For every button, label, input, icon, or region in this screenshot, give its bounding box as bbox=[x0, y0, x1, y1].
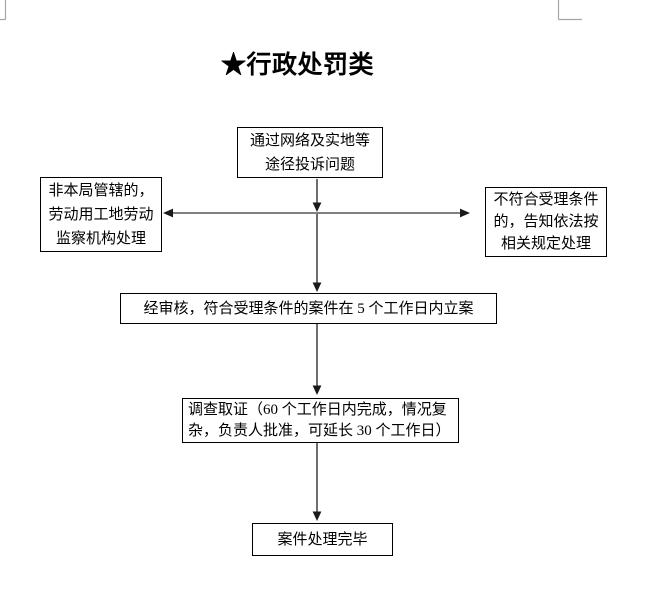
crop-mark-top-right-icon bbox=[557, 0, 582, 21]
arrow-down-investigate-icon bbox=[312, 385, 322, 395]
node-investigate-line: 杂，负责人批准，可延长 30 个工作日） bbox=[188, 422, 451, 439]
node-file-case: 经审核，符合受理条件的案件在 5 个工作日内立案 bbox=[120, 293, 497, 324]
node-investigate-evidence: 调查取证（60 个工作日内完成，情况复 杂，负责人批准，可延长 30 个工作日） bbox=[182, 398, 459, 443]
node-transfer-line: 非本局管辖的， bbox=[48, 182, 154, 199]
node-reject-line: 的，告知依法按 bbox=[493, 214, 599, 230]
node-complaint: 通过网络及实地等 途径投诉问题 bbox=[237, 127, 383, 178]
arrow-down-junction-icon bbox=[312, 202, 322, 212]
crop-mark-top-left-icon bbox=[0, 0, 7, 21]
node-closed-line: 案件处理完毕 bbox=[277, 531, 368, 548]
node-transfer-line: 监察机构处理 bbox=[55, 230, 146, 247]
arrow-right-icon bbox=[460, 208, 470, 218]
arrow-down-accept-icon bbox=[312, 282, 322, 292]
node-complaint-line: 途径投诉问题 bbox=[264, 156, 355, 173]
page-title: ★行政处罚类 bbox=[221, 52, 375, 79]
arrowheads bbox=[163, 202, 470, 521]
node-complaint-line: 通过网络及实地等 bbox=[249, 132, 370, 149]
node-reject-line: 相关规定处理 bbox=[500, 236, 591, 252]
node-investigate-line: 调查取证（60 个工作日内完成，情况复 bbox=[188, 401, 447, 418]
node-accept-line: 经审核，符合受理条件的案件在 5 个工作日内立案 bbox=[143, 300, 474, 317]
arrow-down-closed-icon bbox=[312, 511, 322, 521]
arrow-left-icon bbox=[163, 208, 173, 218]
node-case-closed: 案件处理完毕 bbox=[252, 523, 393, 556]
node-reject-notice: 不符合受理条件 的，告知依法按 相关规定处理 bbox=[485, 187, 607, 257]
node-reject-line: 不符合受理条件 bbox=[493, 192, 599, 208]
node-transfer-line: 劳动用工地劳动 bbox=[48, 206, 154, 223]
node-transfer-to-local-authority: 非本局管辖的， 劳动用工地劳动 监察机构处理 bbox=[40, 177, 162, 252]
